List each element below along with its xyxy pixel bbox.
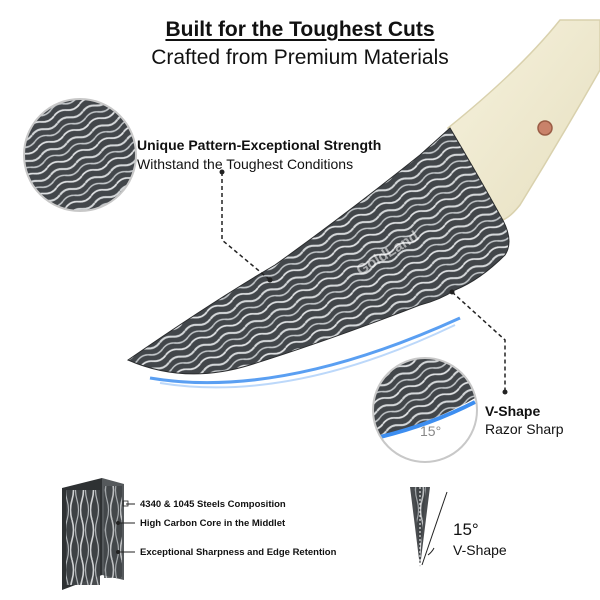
handle-pin-icon	[537, 120, 553, 136]
steel-layers-block	[62, 478, 124, 590]
edge-callout-text: Razor Sharp	[485, 421, 564, 437]
pattern-magnifier	[24, 99, 136, 211]
edge-callout-title: V-Shape	[485, 403, 541, 419]
steel-layer-label-2: High Carbon Core in the Middlet	[140, 518, 286, 529]
knife-blade	[126, 127, 510, 375]
edge-angle-label: 15°	[420, 423, 442, 439]
edge-magnifier	[373, 358, 477, 462]
pattern-leader-line	[221, 172, 271, 281]
page-subtitle: Crafted from Premium Materials	[151, 46, 449, 69]
pattern-callout-title: Unique Pattern-Exceptional Strength	[137, 137, 382, 153]
steel-layer-label-3: Exceptional Sharpness and Edge Retention	[140, 547, 337, 558]
v-shape-angle: 15°	[453, 520, 479, 539]
page-title: Built for the Toughest Cuts	[165, 18, 435, 41]
pattern-callout-text: Withstand the Toughest Conditions	[137, 156, 354, 172]
edge-leader-line	[451, 291, 506, 392]
steel-layer-label-1: 4340 & 1045 Steels Composition	[140, 499, 286, 510]
v-shape-diagram	[410, 487, 448, 567]
pattern-callout: Unique Pattern-Exceptional Strength With…	[137, 137, 381, 172]
edge-callout: V-Shape Razor Sharp	[485, 403, 564, 437]
edge-highlight	[149, 316, 461, 385]
v-shape-label: V-Shape	[453, 542, 507, 558]
